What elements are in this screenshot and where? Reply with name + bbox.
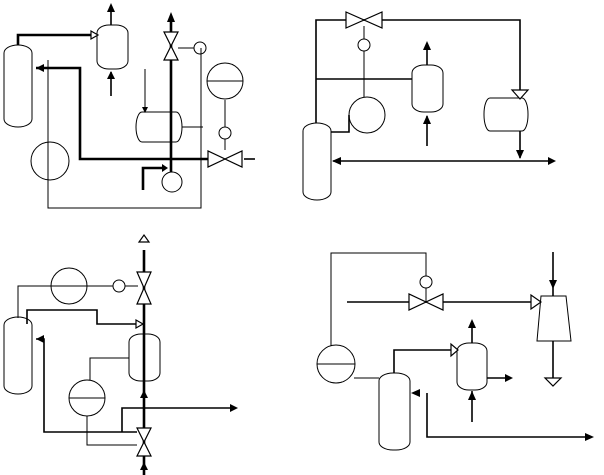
control-valve <box>345 11 366 29</box>
bottoms-loop <box>47 48 202 209</box>
arrow-right-icon <box>530 293 543 311</box>
vertical-control-valve-lower <box>163 44 179 61</box>
feed-loop <box>17 285 51 318</box>
horizontal-control-valve <box>207 150 227 168</box>
overhead-loop <box>315 19 521 123</box>
arrow-right-icon <box>90 29 100 41</box>
controller <box>419 275 433 289</box>
control-valve-lower <box>136 286 152 305</box>
arrow-up-icon <box>423 115 431 124</box>
arrow-right-icon <box>230 404 238 412</box>
control-valve-lower <box>136 440 152 457</box>
arrow-right-icon <box>585 433 594 441</box>
recycle-loop <box>330 252 427 346</box>
exchanger-drum-line <box>393 349 452 373</box>
flow-controller <box>218 126 232 140</box>
horizontal-control-valve-right <box>223 150 243 168</box>
bottoms-line <box>426 393 585 438</box>
arrow-up-icon <box>468 391 476 400</box>
distillation-column <box>3 44 33 128</box>
condenser-vessel <box>135 111 183 143</box>
arrow-left-icon <box>332 157 341 165</box>
vertical-control-valve <box>163 31 179 48</box>
panel-bottom-left <box>3 233 238 475</box>
flash-drum <box>411 64 444 113</box>
arrow-up-icon <box>140 462 148 470</box>
condenser-vessel <box>483 97 529 132</box>
arrow-up-icon <box>468 319 476 328</box>
arrow-right-icon <box>505 374 513 382</box>
arrow-left-icon <box>36 64 44 72</box>
arrow-down-icon <box>549 280 557 289</box>
arrow-down-icon <box>516 150 524 159</box>
control-valve-right <box>362 11 383 29</box>
arrow-up-icon <box>107 3 115 12</box>
control-valve-right <box>424 293 444 311</box>
drum <box>456 342 488 391</box>
control-valve <box>408 293 428 311</box>
control-valve <box>136 427 152 444</box>
arrow-up-icon <box>137 233 151 243</box>
distillation-column <box>3 316 33 395</box>
arrow-right-icon <box>162 164 168 172</box>
level-controller <box>193 41 207 55</box>
exchanger-loop <box>86 416 137 446</box>
arrow-down-icon <box>142 107 148 113</box>
panel-top-right <box>302 11 556 201</box>
arrow-up-icon <box>423 41 431 50</box>
controller <box>357 38 371 52</box>
vapor-line <box>16 33 95 45</box>
reflux-drum <box>96 24 129 70</box>
column-exchanger-line <box>331 115 350 133</box>
arrow-left-icon <box>36 335 44 343</box>
panel-top-left <box>3 3 255 209</box>
panel-bottom-right <box>316 252 594 451</box>
pump-discharge-line <box>141 166 162 190</box>
reboiler-exchanger <box>30 141 70 181</box>
arrow-left-icon <box>411 389 420 397</box>
pump <box>161 171 183 193</box>
control-valve <box>136 271 152 290</box>
arrow-right-icon <box>135 318 145 330</box>
distillate-line <box>121 407 232 432</box>
controller <box>112 279 126 293</box>
arrow-right-icon <box>450 342 459 358</box>
feed-return-line <box>36 66 208 161</box>
arrow-up-icon <box>107 71 115 79</box>
distillation-column <box>378 372 411 451</box>
arrow-up-icon <box>140 390 148 398</box>
overhead-line <box>26 309 140 325</box>
distillation-column <box>302 122 332 201</box>
arrow-down-icon <box>510 89 530 100</box>
arrow-right-icon <box>548 157 556 165</box>
heat-exchanger <box>348 96 386 134</box>
drum-feed-line <box>89 357 129 380</box>
arrow-up-icon <box>167 12 175 22</box>
arrow-down-icon <box>543 377 563 387</box>
compressor <box>536 295 572 342</box>
